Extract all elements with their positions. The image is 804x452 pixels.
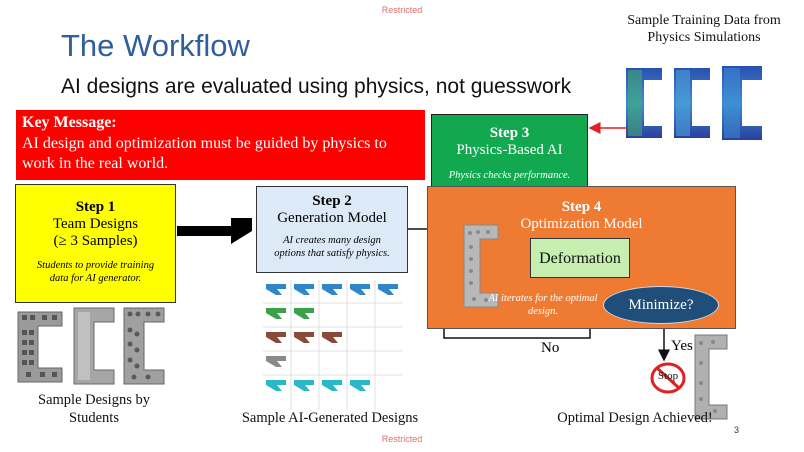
- training-caption-line1: Sample Training Data from: [627, 13, 781, 28]
- slide-title: The Workflow: [61, 28, 250, 63]
- step3-label: Step 3: [489, 125, 530, 141]
- optimization-shape-image: [463, 224, 499, 308]
- key-message-text: AI design and optimization must be guide…: [22, 134, 387, 174]
- step4-label: Step 4: [561, 199, 602, 215]
- simulation-shape-2: [674, 68, 710, 138]
- step2-title: Generation Model: [277, 210, 387, 226]
- step1-title: Team Designs: [52, 216, 139, 232]
- restricted-label-top: Restricted: [381, 5, 423, 15]
- step1-note: Students to provide training data for AI…: [16, 259, 175, 285]
- students-caption-line2: Students: [69, 410, 119, 426]
- step4-title: Optimization Model: [520, 216, 643, 232]
- key-message-line1: AI design and optimization must be guide…: [22, 135, 387, 152]
- step1-label: Step 1: [75, 199, 116, 215]
- optimal-caption: Optimal Design Achieved!: [557, 410, 713, 426]
- step4-note-line1: AI iterates for the optimal: [488, 293, 598, 304]
- student-design-3: [123, 307, 165, 385]
- step1-to-step2-arrow: [177, 218, 252, 244]
- student-design-1: [17, 311, 63, 383]
- step1-samples: (≥ 3 Samples): [53, 233, 138, 249]
- training-data-caption: Sample Training Data from Physics Simula…: [606, 12, 802, 46]
- minimize-decision: Minimize?: [603, 286, 719, 324]
- key-message-box: Key Message: AI design and optimization …: [16, 110, 425, 180]
- simulation-shape-1: [626, 68, 662, 138]
- page-number: 3: [734, 425, 740, 435]
- step2-note-line1: AI creates many design: [283, 235, 381, 246]
- step4-note-line2: design.: [527, 306, 559, 317]
- key-message-heading: Key Message:: [22, 114, 117, 131]
- simulation-shape-3: [722, 66, 762, 140]
- step1-note-line1: Students to provide training: [36, 260, 155, 271]
- students-caption: Sample Designs by Students: [16, 391, 172, 427]
- slide-subtitle: AI designs are evaluated using physics, …: [61, 75, 572, 98]
- ai-generated-caption: Sample AI-Generated Designs: [241, 410, 419, 426]
- optimal-design-image: [694, 334, 728, 420]
- deformation-box: Deformation: [530, 238, 630, 278]
- stop-label: Stop: [657, 370, 679, 382]
- step2-box: Step 2 Generation Model AI creates many …: [256, 186, 408, 273]
- step3-title: Physics-Based AI: [456, 142, 563, 158]
- ai-generated-designs-grid: [263, 280, 403, 410]
- student-designs-image: [17, 307, 165, 385]
- step3-note: Physics checks performance.: [448, 170, 571, 181]
- step2-note-line2: options that satisfy physics.: [274, 248, 390, 259]
- training-data-image: [626, 66, 762, 140]
- step2-label: Step 2: [312, 193, 352, 209]
- stop-sign-icon: Stop: [650, 362, 686, 394]
- step3-box: Step 3 Physics-Based AI Physics checks p…: [431, 114, 588, 192]
- student-design-2: [73, 307, 115, 385]
- yes-label: Yes: [671, 338, 693, 354]
- step2-note: AI creates many design options that sati…: [257, 234, 407, 260]
- step1-note-line2: data for AI generator.: [49, 273, 142, 284]
- students-caption-line1: Sample Designs by: [38, 392, 150, 408]
- step4-note: AI iterates for the optimal design.: [484, 292, 602, 318]
- no-label: No: [541, 340, 560, 356]
- step1-box: Step 1 Team Designs (≥ 3 Samples) Studen…: [15, 184, 176, 303]
- training-caption-line2: Physics Simulations: [647, 30, 761, 45]
- key-message-line2: work in the real world.: [22, 155, 169, 172]
- restricted-label-bottom: Restricted: [381, 434, 423, 444]
